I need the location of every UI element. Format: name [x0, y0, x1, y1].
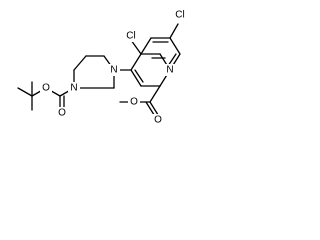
- atom-o-boc-carbonyl: O: [56, 107, 68, 119]
- atom-label: Cl: [175, 10, 184, 21]
- atom-label: O: [42, 83, 50, 94]
- bond: [17, 87, 33, 97]
- bond: [130, 39, 142, 55]
- atom-labels: Cl Cl N N N O O O: [40, 9, 189, 126]
- bond: [130, 69, 142, 87]
- bond: [169, 37, 181, 55]
- atom-label: N: [166, 65, 173, 76]
- atom-label: O: [58, 108, 66, 119]
- bond: [149, 85, 161, 103]
- atom-cl-7: Cl: [171, 9, 189, 21]
- atom-o-ester-ether: O: [128, 96, 140, 108]
- atom-label: Cl: [126, 31, 135, 42]
- bond: [134, 69, 144, 83]
- atom-n-piperazine-4: N: [108, 64, 120, 76]
- atom-o-ester-carbonyl: O: [152, 114, 164, 126]
- chemical-structure-diagram: Cl Cl N N N O O O: [17, 9, 189, 126]
- bond: [140, 37, 152, 55]
- bonds: [17, 23, 181, 119]
- atom-n-quinoline: N: [164, 64, 176, 76]
- atom-label: N: [110, 65, 117, 76]
- atom-label: O: [130, 97, 138, 108]
- atom-label: O: [154, 115, 162, 126]
- bond: [130, 53, 142, 71]
- atom-cl-5: Cl: [122, 30, 140, 42]
- atom-n-piperazine-1: N: [68, 82, 80, 94]
- bond: [169, 23, 179, 39]
- atom-label: N: [70, 83, 77, 94]
- atom-o-boc-ether: O: [40, 82, 52, 94]
- bond: [73, 55, 87, 71]
